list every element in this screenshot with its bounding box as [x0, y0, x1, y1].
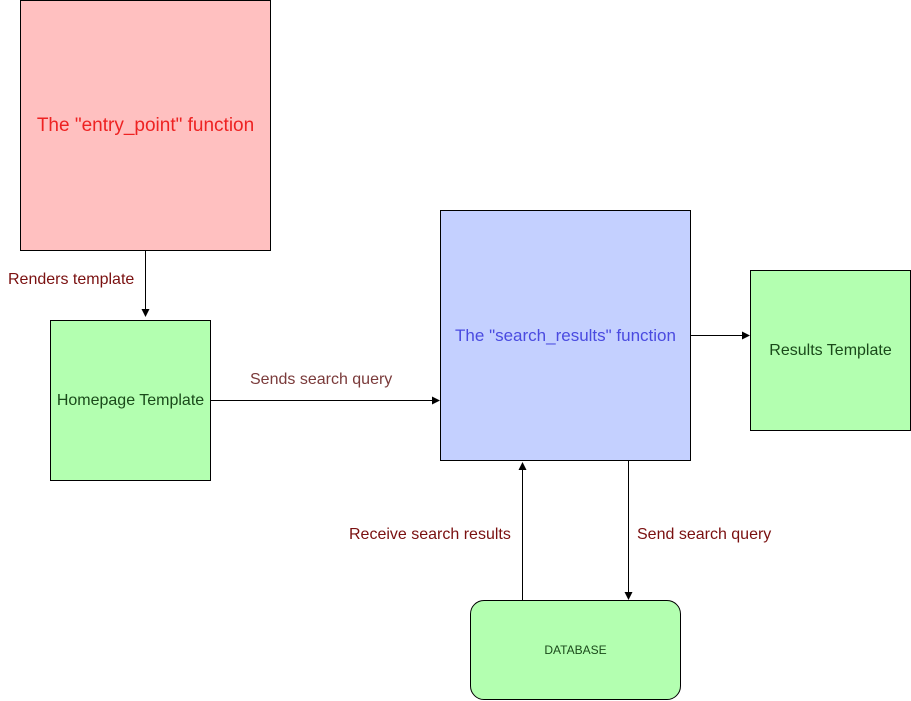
edge-label-renders-template: Renders template — [8, 271, 135, 288]
entry-point-label: The "entry_point" function — [36, 114, 255, 136]
edge-label-receive-search-results: Receive search results — [349, 526, 511, 543]
results-template-label: Results Template — [769, 341, 892, 359]
results-template-node: Results Template — [750, 270, 911, 431]
search-results-label: The "search_results" function — [455, 325, 676, 345]
entry-point-function-node: The "entry_point" function — [20, 0, 271, 251]
homepage-template-node: Homepage Template — [50, 320, 211, 481]
database-label: DATABASE — [544, 643, 607, 657]
homepage-template-label: Homepage Template — [56, 391, 205, 409]
edge-label-send-search-query: Send search query — [637, 526, 772, 543]
search-results-function-node: The "search_results" function — [440, 210, 691, 461]
edge-label-sends-search-query: Sends search query — [250, 371, 393, 388]
database-node: DATABASE — [470, 600, 681, 700]
